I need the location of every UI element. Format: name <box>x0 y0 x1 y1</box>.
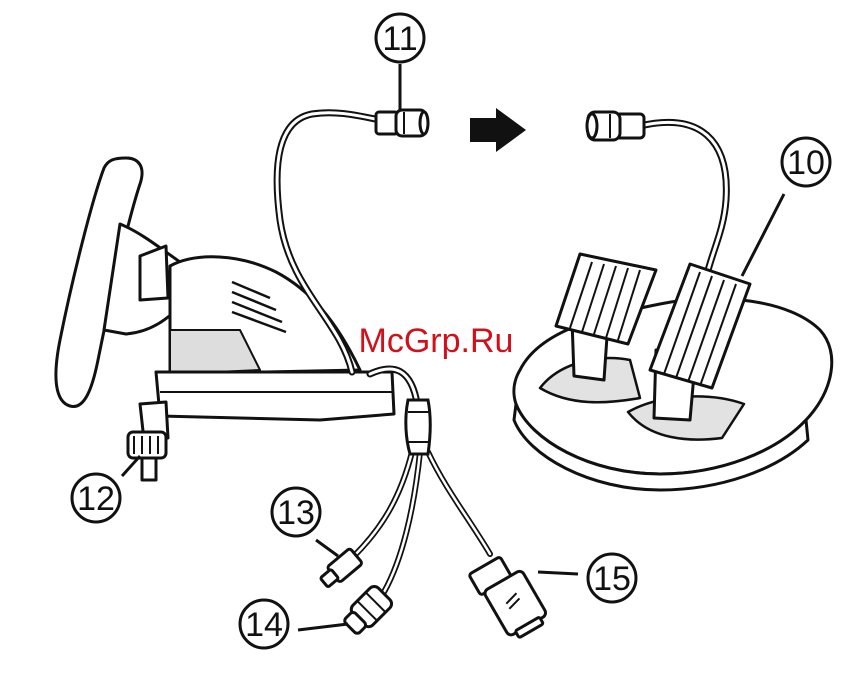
svg-text:10: 10 <box>787 144 825 182</box>
callout-14: 14 <box>240 600 288 648</box>
connector-13-plug <box>318 548 363 590</box>
svg-text:14: 14 <box>245 606 283 644</box>
svg-text:15: 15 <box>593 560 631 598</box>
pedal-connector-plug <box>376 110 428 136</box>
cable-splitter <box>406 400 430 454</box>
wheel-base <box>156 372 394 420</box>
connector-15-plug <box>469 551 551 644</box>
callout-13: 13 <box>272 488 320 536</box>
callout-10: 10 <box>782 138 830 186</box>
svg-text:13: 13 <box>277 494 315 532</box>
connect-arrow-icon <box>470 108 526 152</box>
leader-14 <box>298 624 348 630</box>
steering-wheel-unit <box>56 158 394 480</box>
callout-11: 11 <box>376 14 424 62</box>
watermark-text: McGrp.Ru <box>359 322 514 360</box>
callout-15: 15 <box>588 554 636 602</box>
callout-12: 12 <box>72 474 120 522</box>
clamp-screw <box>128 432 166 480</box>
leader-13 <box>316 540 338 556</box>
leader-10 <box>742 194 784 276</box>
shift-paddle <box>140 246 168 300</box>
leader-15 <box>538 572 578 574</box>
svg-text:11: 11 <box>382 20 417 58</box>
svg-text:12: 12 <box>77 480 115 518</box>
cable-branch-14 <box>384 452 420 592</box>
